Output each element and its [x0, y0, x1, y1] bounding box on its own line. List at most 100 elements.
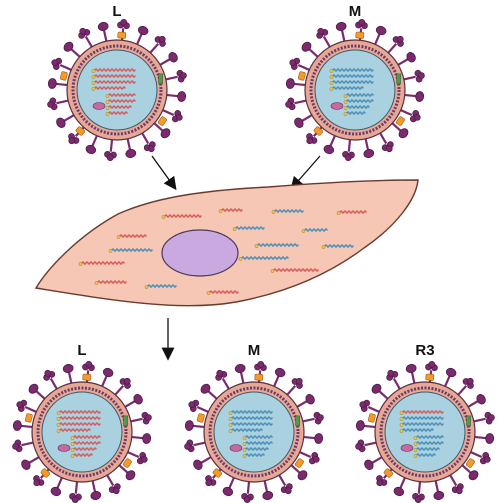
neuraminidase-spike [188, 399, 200, 412]
cytoplasm-rna-segment [339, 210, 367, 214]
polymerase-dot [70, 448, 75, 452]
cytoplasm-rna-segment [241, 256, 289, 260]
cytoplasm-rna-segment [304, 228, 328, 232]
polymerase-dot [242, 442, 247, 446]
cytoplasm-rna-segment [81, 261, 125, 265]
polymerase-dot [399, 429, 404, 433]
polymerase-dot [413, 448, 418, 452]
m2-protein [294, 458, 304, 468]
nucleoprotein-blob [57, 444, 71, 452]
hemagglutinin-spike [21, 459, 31, 470]
m2-protein [117, 31, 127, 39]
polymerase-dot [105, 112, 110, 116]
hemagglutinin-spike [28, 383, 39, 394]
viral-core [41, 391, 123, 473]
cytoplasm-rna-segment [273, 268, 319, 272]
hemagglutinin-spike [406, 52, 416, 63]
rna-segment [73, 453, 93, 457]
polymerase-dot [228, 429, 233, 433]
polymerase-dot [413, 442, 418, 446]
polymerase-dot [329, 87, 334, 91]
neuraminidase-spike [254, 360, 267, 371]
polymerase-dot [254, 244, 259, 248]
hemagglutinin-spike [137, 25, 149, 36]
polymerase-dot [242, 448, 247, 452]
matrix-layer [36, 386, 128, 478]
neuraminidase-spike [425, 360, 438, 371]
cytoplasm-rna-segment [147, 284, 177, 288]
polymerase-dot [238, 257, 243, 261]
polymerase-dot [343, 106, 348, 110]
hemagglutinin-spike [62, 364, 74, 373]
polymerase-dot [232, 227, 237, 231]
neuraminidase-spike [280, 483, 293, 495]
polymerase-dot [228, 423, 233, 427]
m2-protein [383, 468, 394, 478]
rna-segment [332, 74, 374, 78]
hemagglutinin-spike [142, 433, 152, 444]
neuraminidase-spike [308, 452, 320, 465]
rna-segment [402, 410, 444, 414]
hemagglutinin-spike [405, 364, 417, 373]
polymerase-dot [116, 235, 121, 239]
hemagglutinin-spike [193, 459, 203, 470]
polymerase-dot [399, 423, 404, 427]
progeny-virus-r3 [355, 360, 495, 503]
rna-segment [402, 416, 444, 420]
polymerase-dot [94, 281, 99, 285]
neuraminidase-spike [184, 439, 195, 453]
rna-segment [231, 428, 263, 432]
m2-protein [254, 373, 264, 381]
polymerase-dot [242, 436, 247, 440]
polymerase-dot [105, 100, 110, 104]
polymerase-dot [91, 75, 96, 79]
rna-segment [231, 410, 273, 414]
m2-protein [367, 413, 376, 423]
neuraminidase-spike [69, 493, 82, 503]
polymerase-dot [91, 81, 96, 85]
rna-segment [346, 105, 370, 109]
polymerase-dot [91, 69, 96, 73]
hemagglutinin-spike [485, 433, 495, 444]
cytoplasm-rna-segment [119, 234, 147, 238]
polymerase-dot [321, 245, 326, 249]
neuraminidase-spike [82, 360, 95, 371]
neuraminidase-spike [313, 411, 324, 425]
hemagglutinin-spike [445, 367, 457, 378]
rna-segment [245, 441, 273, 445]
cytoplasm-rna-segment [221, 208, 243, 212]
polymerase-dot [108, 249, 113, 253]
cytoplasm-rna-segment [97, 280, 127, 284]
m2-protein [75, 126, 86, 136]
membrane-marker [158, 73, 163, 85]
matrix-layer [309, 44, 401, 136]
rna-segment [94, 80, 136, 84]
viral-core [314, 49, 396, 131]
membrane-marker [466, 415, 471, 427]
polymerase-dot [78, 262, 83, 266]
m2-protein [40, 468, 51, 478]
neuraminidase-spike [355, 439, 366, 453]
hemagglutinin-spike [56, 117, 66, 128]
rna-segment [231, 416, 273, 420]
polymerase-dot [343, 94, 348, 98]
viral-core [384, 391, 466, 473]
m2-protein [82, 373, 92, 381]
hemagglutinin-spike [335, 22, 347, 31]
rna-segment [245, 447, 269, 451]
hemagglutinin-spike [125, 470, 136, 481]
rna-segment [332, 80, 374, 84]
hemagglutinin-spike [364, 459, 374, 470]
polymerase-dot [70, 454, 75, 458]
hemagglutinin-spike [90, 491, 102, 500]
progeny-virus-l [12, 360, 152, 503]
m2-protein [122, 458, 132, 468]
neuraminidase-spike [108, 483, 121, 495]
rna-segment [94, 68, 136, 72]
hemagglutinin-spike [177, 91, 187, 102]
neuraminidase-spike [412, 493, 425, 503]
neuraminidase-spike [285, 97, 296, 111]
cytoplasm-rna-segment [209, 290, 239, 294]
neuraminidase-spike [241, 493, 254, 503]
polymerase-dot [228, 411, 233, 415]
